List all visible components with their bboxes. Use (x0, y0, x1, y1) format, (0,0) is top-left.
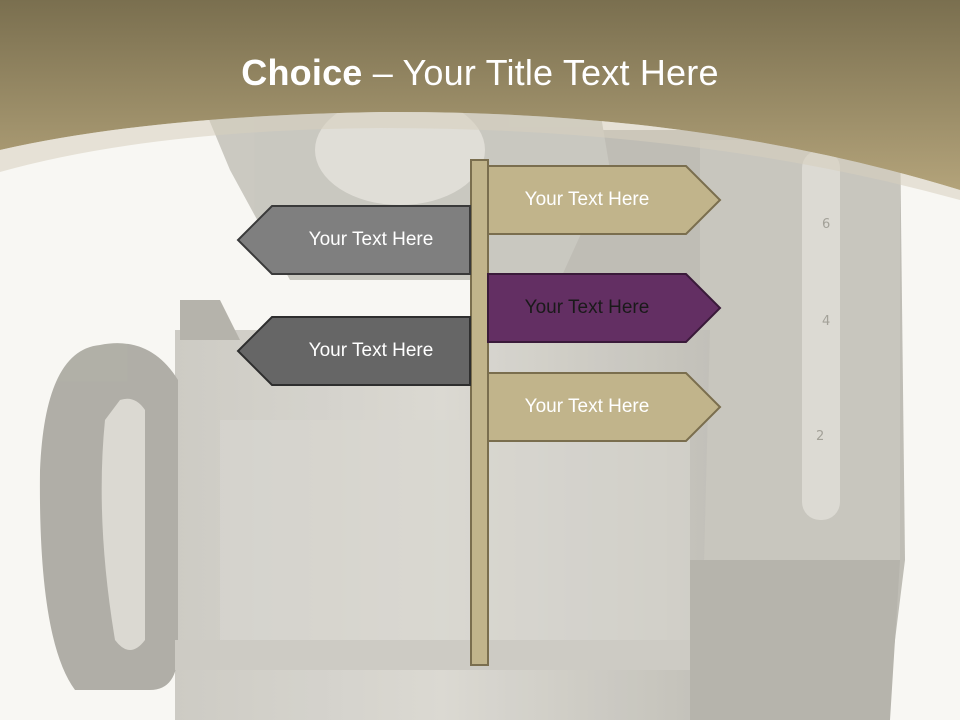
sign-right-3-label: Your Text Here (524, 396, 650, 417)
svg-text:4: 4 (822, 314, 830, 329)
title-bold: Choice (241, 52, 363, 93)
svg-text:6: 6 (822, 217, 830, 232)
header-band-edge (0, 111, 960, 200)
sign-right-2-shape (487, 273, 722, 343)
sign-post (470, 159, 489, 666)
sign-left-2-shape (236, 316, 471, 386)
sign-left-1-shape (236, 205, 471, 275)
sign-right-3-shape (487, 372, 722, 442)
sign-left-2-label: Your Text Here (308, 340, 434, 361)
title-rest: – Your Title Text Here (362, 52, 719, 93)
sign-right-2-label: Your Text Here (524, 297, 650, 318)
sign-right-1-label: Your Text Here (524, 189, 650, 210)
svg-text:2: 2 (816, 429, 824, 444)
slide-title: Choice – Your Title Text Here (0, 52, 960, 94)
header-band (0, 0, 960, 190)
sign-left-1-label: Your Text Here (308, 229, 434, 250)
sign-right-1-shape (487, 165, 722, 235)
